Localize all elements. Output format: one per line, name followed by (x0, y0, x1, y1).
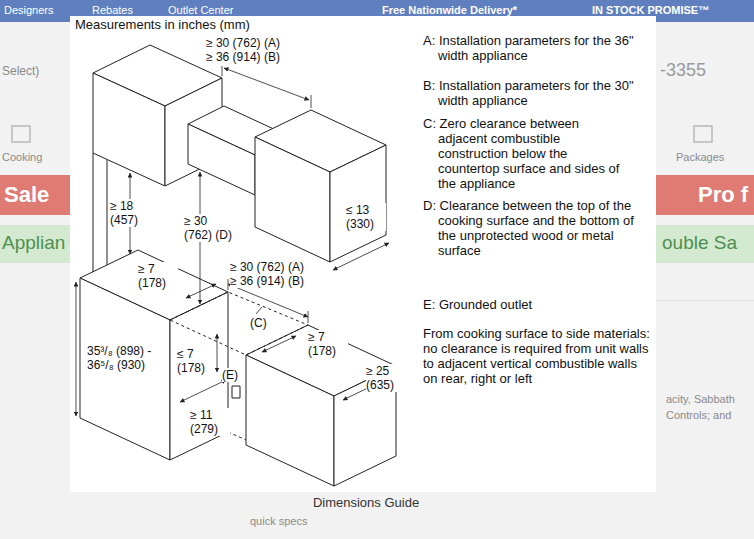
wall-edge (93, 153, 94, 272)
dimension-label: ≥ 18 (457) (110, 199, 150, 227)
key-note: C: Zero clearance between adjacent combu… (423, 116, 628, 191)
dimension-line (228, 284, 308, 317)
extension-line (228, 279, 229, 290)
dimension-label: ≤ 7 (178) (177, 347, 213, 375)
sale-band (656, 175, 754, 215)
diagram-title: Measurements in inches (mm) (75, 17, 251, 32)
cabinet-front (255, 137, 330, 262)
dimension-label: ≥ 30 (762) (A) (206, 36, 281, 50)
diagram-caption: Dimensions Guide (313, 495, 419, 510)
base-front (80, 278, 170, 460)
packages-icon (694, 126, 712, 142)
nav-link: Designers (4, 3, 54, 17)
outlet-symbol (232, 386, 240, 398)
dimension-label: ≥ 36 (914) (B) (206, 50, 281, 64)
key-note: B: Installation parameters for the 30" w… (423, 78, 648, 108)
page-fragment: quick specs (250, 514, 307, 528)
dimension-group (76, 66, 405, 416)
dimension-line (76, 282, 77, 416)
extension-line (308, 311, 309, 323)
cooktop-opening (170, 292, 308, 355)
page-fragment: Packages (676, 150, 724, 164)
dimension-label: 35³/₈ (898) - 36⁵/₈ (930) (87, 344, 169, 372)
leader-line (256, 307, 262, 314)
cabinet-front (93, 73, 165, 186)
clearance-note: From cooking surface to side materials: … (423, 326, 653, 386)
dimension-line (224, 68, 309, 100)
cooking-icon (12, 126, 30, 142)
nav-link: Outlet Center (168, 3, 233, 17)
nav-link: IN STOCK PROMISE™ (592, 3, 709, 17)
sale-band (0, 175, 70, 215)
image-panel (70, 16, 656, 492)
dimension-label: (C) (250, 316, 268, 330)
dimension-label: ≥ 7 (178) (138, 262, 178, 290)
wall-edge (107, 160, 108, 265)
dimension-line (186, 284, 216, 298)
page-fragment: acity, Sabbath (666, 392, 735, 406)
promo-band (656, 225, 754, 263)
cabinet-side (330, 145, 386, 262)
dimension-label: (E) (222, 368, 239, 382)
base-front (246, 355, 334, 486)
extension-line (311, 95, 312, 108)
page-rule (656, 300, 754, 301)
cabinet-group (80, 45, 396, 486)
dimension-label: ≥ 30 (762) (A) (230, 260, 305, 274)
page-fragment: Select) (2, 64, 39, 79)
key-note: E: Grounded outlet (423, 297, 648, 312)
dimension-label: ≥ 36 (914) (B) (230, 274, 305, 288)
dimension-label: ≥ 11 (279) (190, 408, 230, 436)
dimension-line (180, 380, 226, 402)
page-fragment: Cooking (2, 150, 42, 164)
page-fragment: ouble Sa (662, 232, 737, 254)
page-fragment: Applian (2, 232, 65, 254)
dimension-line (217, 334, 218, 372)
dimension-label: ≥ 30 (762) (D) (184, 214, 234, 242)
page-fragment: Sale (4, 182, 49, 207)
dimension-label: ≥ 25 (635) (366, 364, 406, 392)
page-fragment: Pro f (698, 182, 748, 207)
dimension-label: ≥ 7 (178) (308, 330, 348, 358)
nav-link: Free Nationwide Delivery* (382, 3, 517, 17)
nav-link: Rebates (92, 3, 133, 17)
hood-front (188, 124, 255, 195)
key-note: D: Clearance between the top of the cook… (423, 198, 638, 258)
extension-line (222, 66, 223, 76)
dimension-line (333, 243, 389, 270)
page-fragment: -3355 (660, 60, 706, 81)
floor-line (228, 432, 246, 440)
dimension-label: ≤ 13 (330) (346, 203, 386, 231)
key-note: A: Installation parameters for the 36" w… (423, 33, 648, 63)
promo-band (0, 225, 70, 263)
dimension-line (262, 336, 296, 352)
page-fragment: Controls; and (666, 408, 731, 422)
